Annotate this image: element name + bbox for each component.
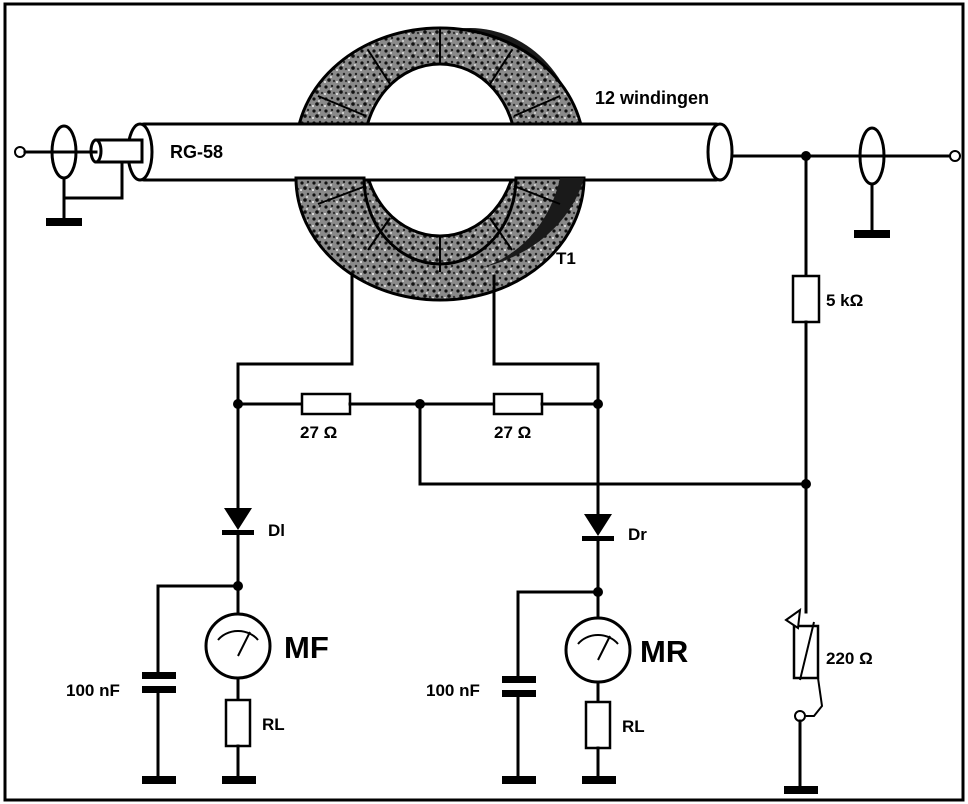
resistor-27-left-label: 27 Ω xyxy=(300,423,337,442)
diode-left-label: Dl xyxy=(268,521,285,540)
ground-symbol xyxy=(854,230,890,238)
resistor-27-right xyxy=(492,392,544,416)
coax-cable xyxy=(89,122,734,182)
coax-label: RG-58 xyxy=(170,142,223,162)
capacitor-right xyxy=(502,676,536,683)
ground-symbol xyxy=(142,776,176,784)
meter-right xyxy=(564,616,632,684)
resistor-rl-right xyxy=(584,700,612,750)
resistor-27-right-label: 27 Ω xyxy=(494,423,531,442)
outer-frame xyxy=(3,2,965,802)
meter-left-label: MF xyxy=(284,630,329,665)
output-connector xyxy=(730,126,961,238)
resistor-rl-left xyxy=(224,698,252,748)
ground-symbol xyxy=(582,776,616,784)
capacitor-right-label: 100 nF xyxy=(426,681,480,700)
resistor-5k-label: 5 kΩ xyxy=(826,291,863,310)
meter-right-label: MR xyxy=(640,634,688,669)
diode-right xyxy=(584,514,612,536)
diode-left xyxy=(224,508,252,530)
resistor-rl-right-label: RL xyxy=(622,717,645,736)
meter-left xyxy=(204,612,272,680)
resistor-5k xyxy=(791,274,821,324)
resistor-rl-left-label: RL xyxy=(262,715,285,734)
resistor-27-left xyxy=(300,392,352,416)
ground-symbol xyxy=(784,786,818,794)
ground-symbol xyxy=(46,218,82,226)
capacitor-left-label: 100 nF xyxy=(66,681,120,700)
capacitor-left xyxy=(142,672,176,679)
windings-label: 12 windingen xyxy=(595,88,709,108)
potentiometer-label: 220 Ω xyxy=(826,649,873,668)
ground-symbol xyxy=(502,776,536,784)
diode-right-label: Dr xyxy=(628,525,647,544)
ground-symbol xyxy=(222,776,256,784)
input-connector xyxy=(14,124,124,226)
potentiometer-220 xyxy=(784,607,824,722)
transformer-label: T1 xyxy=(556,249,576,268)
